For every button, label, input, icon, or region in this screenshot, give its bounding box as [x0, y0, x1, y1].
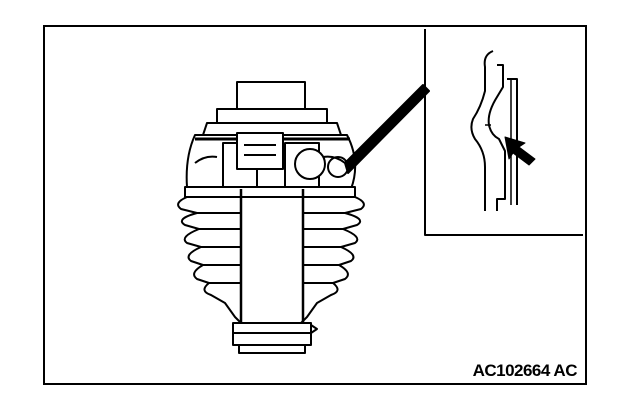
drive-shaft	[239, 189, 305, 323]
detail-inset	[424, 29, 583, 236]
bellows-boot	[177, 196, 365, 324]
joint-illustration	[177, 29, 583, 354]
boot-groove-profile	[470, 50, 494, 211]
boot-clamp	[184, 186, 356, 198]
figure-frame: AC102664 AC	[43, 25, 587, 385]
ball-cage	[222, 132, 349, 188]
figure-code: AC102664 AC	[472, 361, 578, 380]
callout-arrow	[504, 136, 536, 166]
joint-cap	[202, 81, 342, 136]
detail-leader	[344, 84, 430, 174]
boot-small-end	[232, 322, 318, 354]
